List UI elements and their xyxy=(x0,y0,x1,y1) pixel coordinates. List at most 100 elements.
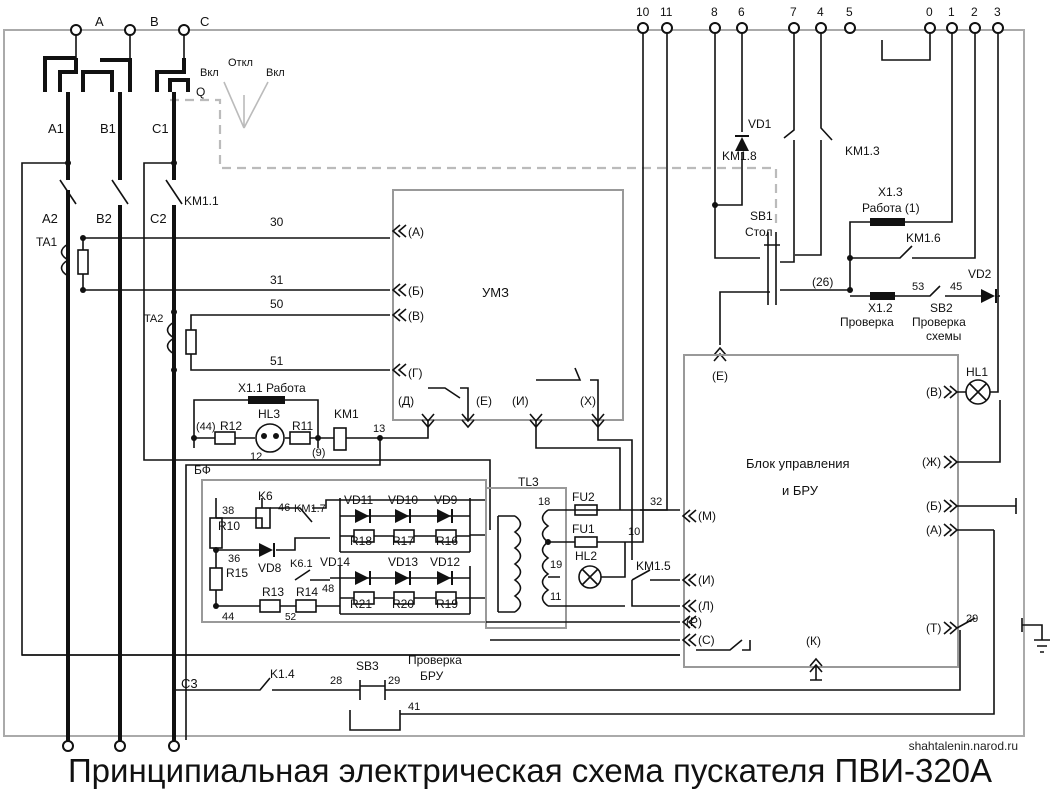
cb-right-a: (А) xyxy=(926,523,942,537)
ta2-transformer: TA2 50 51 xyxy=(144,297,390,373)
ta1-transformer: TA1 30 31 xyxy=(36,215,390,293)
x12-jumper xyxy=(870,292,895,300)
label-c1: C1 xyxy=(152,121,169,136)
cb-right-t: (Т) xyxy=(926,621,941,635)
label-sb1-sub: Стол xyxy=(745,225,772,239)
label-km17: KM1.7 xyxy=(294,503,326,515)
label-x12: X1.2 xyxy=(868,301,893,315)
label-km11: KM1.1 xyxy=(184,194,219,208)
cb-right-b: (Б) xyxy=(926,499,942,513)
label-terminal-2: 2 xyxy=(971,5,978,19)
wire-18: 18 xyxy=(538,496,550,508)
label-r15: R15 xyxy=(226,566,248,580)
terminal-6 xyxy=(736,22,748,34)
umz-input-x: (Х) xyxy=(580,394,596,408)
cb-right-v: (В) xyxy=(926,385,942,399)
label-terminal-11: 11 xyxy=(660,5,673,19)
label-terminal-1: 1 xyxy=(948,5,955,19)
label-tl3: TL3 xyxy=(518,475,539,489)
cb-left-s: (С) xyxy=(698,633,715,647)
wire-51: 51 xyxy=(270,354,284,368)
label-q-off: Откл xyxy=(228,57,253,69)
terminal-c-left xyxy=(178,24,190,36)
terminal-11 xyxy=(661,22,673,34)
terminal-a-left xyxy=(70,24,82,36)
wire-12: 12 xyxy=(250,451,262,463)
phase-terminals: A B C xyxy=(70,14,209,36)
label-q-on-left: Вкл xyxy=(200,67,219,79)
label-vd9: VD9 xyxy=(434,493,458,507)
km15-circuit: KM1.5 xyxy=(22,559,680,656)
label-vd8: VD8 xyxy=(258,561,282,575)
label-vd10: VD10 xyxy=(388,493,418,507)
label-a1: A1 xyxy=(48,121,64,136)
label-vd14: VD14 xyxy=(320,555,350,569)
wire-31: 31 xyxy=(270,273,284,287)
label-sb3-sub2: БРУ xyxy=(420,669,444,683)
wire-44a: (44) xyxy=(196,421,216,433)
control-block: Блок управления и БРУ (М) (И) (Л) (Р) (С… xyxy=(682,296,1050,681)
terminal-7 xyxy=(788,22,800,34)
label-terminal-7: 7 xyxy=(790,5,797,19)
label-k6: K6 xyxy=(258,489,273,503)
label-km1: KM1 xyxy=(334,407,359,421)
label-fu1: FU1 xyxy=(572,522,595,536)
label-e-left: (Е) xyxy=(712,369,728,383)
wire-36: 36 xyxy=(228,553,240,565)
label-fu2: FU2 xyxy=(572,490,595,504)
cb-left-m: (М) xyxy=(698,509,716,523)
power-buses: A1 B1 C1 A2 B2 C2 C3 KM1.1 xyxy=(21,92,680,752)
label-vd11: VD11 xyxy=(344,493,373,507)
wire-38: 38 xyxy=(222,505,234,517)
label-x13-sub: Работа (1) xyxy=(862,201,920,215)
wire-13: 13 xyxy=(373,423,385,435)
tl3-transformer: TL3 18 19 11 FU1 FU2 HL2 10 32 xyxy=(485,33,680,629)
label-k14: K1.4 xyxy=(270,667,295,681)
label-r16: R16 xyxy=(436,534,458,548)
label-terminal-3: 3 xyxy=(994,5,1001,19)
label-ta2: TA2 xyxy=(144,313,163,325)
label-terminal-8: 8 xyxy=(711,5,718,19)
terminal-out-c xyxy=(168,740,180,752)
cb-left-i: (И) xyxy=(698,573,715,587)
label-km13: KM1.3 xyxy=(845,144,880,158)
label-sb2: SB2 xyxy=(930,301,953,315)
label-r14: R14 xyxy=(296,585,318,599)
cb-bottom-k: (К) xyxy=(806,634,821,648)
terminal-5 xyxy=(844,22,856,34)
label-phase-a: A xyxy=(95,14,104,29)
wire-41: 41 xyxy=(408,701,420,713)
label-r10: R10 xyxy=(218,519,240,533)
terminal-10 xyxy=(637,22,649,34)
website-link[interactable]: shahtalenin.narod.ru xyxy=(908,739,1018,753)
label-km18: KM1.8 xyxy=(722,149,757,163)
label-ta1: TA1 xyxy=(36,235,57,249)
umz-title: УМЗ xyxy=(482,285,509,300)
label-x13: X1.3 xyxy=(878,185,903,199)
wire-45: 45 xyxy=(950,281,962,293)
terminal-out-a xyxy=(62,740,74,752)
wire-48: 48 xyxy=(322,583,334,595)
label-sb3: SB3 xyxy=(356,659,379,673)
label-km16: KM1.6 xyxy=(906,231,941,245)
label-r21: R21 xyxy=(350,597,372,611)
terminal-a-right xyxy=(124,24,136,36)
terminal-4 xyxy=(815,22,827,34)
label-r19: R19 xyxy=(436,597,458,611)
enclosure-frame xyxy=(3,29,1025,737)
label-vd1: VD1 xyxy=(748,117,772,131)
wire-53: 53 xyxy=(912,281,924,293)
label-r20: R20 xyxy=(392,597,414,611)
label-terminal-6: 6 xyxy=(738,5,745,19)
terminal-8 xyxy=(709,22,721,34)
wire-30: 30 xyxy=(270,215,284,229)
wire-26: (26) xyxy=(812,275,833,289)
label-hl3: HL3 xyxy=(258,407,280,421)
umz-input-e: (Е) xyxy=(476,394,492,408)
label-r12: R12 xyxy=(220,419,242,433)
label-sb3-sub1: Проверка xyxy=(408,653,462,667)
label-b1: B1 xyxy=(100,121,116,136)
wire-29b: 29 xyxy=(966,613,978,625)
label-r17: R17 xyxy=(392,534,414,548)
